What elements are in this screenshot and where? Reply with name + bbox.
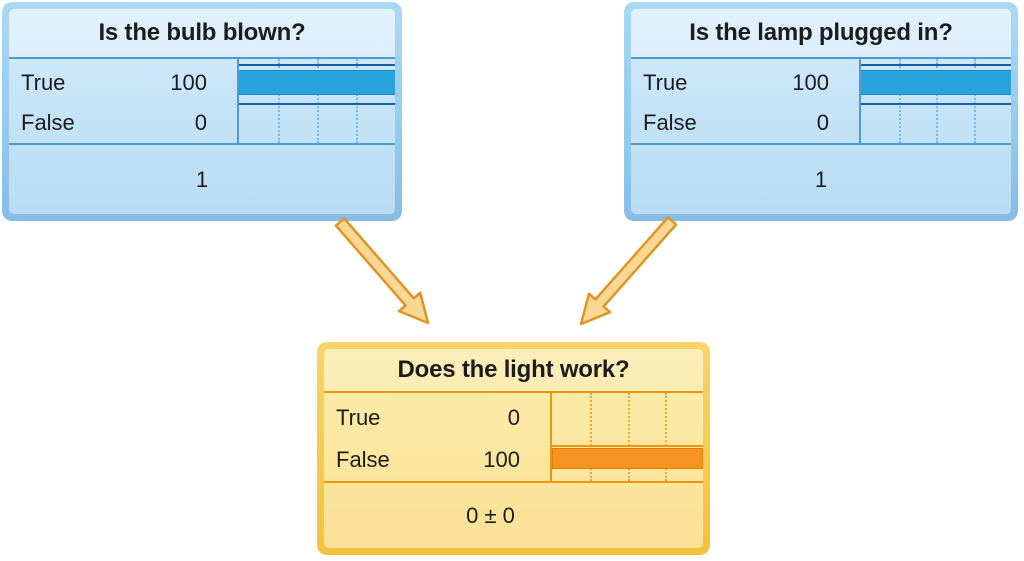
panel-divider bbox=[550, 393, 552, 481]
state-row-false: False 0 bbox=[21, 103, 207, 143]
stats-separator bbox=[631, 143, 1011, 145]
state-label: True bbox=[21, 70, 66, 95]
grid-line bbox=[936, 59, 938, 143]
grid-line bbox=[627, 393, 630, 481]
state-label: False bbox=[21, 110, 75, 135]
state-row-false: False 0 bbox=[643, 103, 829, 143]
state-row-true: True 100 bbox=[643, 63, 829, 103]
state-value: 100 bbox=[483, 447, 520, 472]
node-body: True 100 False 0 bbox=[9, 59, 395, 143]
edge-arrow-lamp-to-light bbox=[579, 216, 678, 326]
node-lamp-plugged-in[interactable]: Is the lamp plugged in? True 100 False 0 bbox=[624, 2, 1018, 221]
state-value: 0 bbox=[194, 110, 207, 135]
state-row-false: False 100 bbox=[336, 439, 520, 481]
belief-bar-true bbox=[239, 70, 395, 95]
stats-separator bbox=[324, 481, 703, 483]
node-does-light-work-inner: Does the light work? True 0 False 100 bbox=[324, 349, 703, 548]
belief-bar-panel bbox=[239, 59, 395, 143]
state-value: 100 bbox=[170, 70, 207, 95]
node-lamp-plugged-in-inner: Is the lamp plugged in? True 100 False 0 bbox=[631, 9, 1011, 214]
bar-frame-line bbox=[861, 103, 1011, 105]
belief-bar-panel bbox=[861, 59, 1011, 143]
grid-line bbox=[317, 59, 319, 143]
grid-line bbox=[356, 59, 358, 143]
grid-line bbox=[589, 393, 592, 481]
belief-bar-panel bbox=[552, 393, 703, 481]
state-label: False bbox=[336, 447, 390, 472]
belief-bar-true bbox=[861, 70, 1011, 95]
grid-line bbox=[898, 59, 901, 143]
panel-divider bbox=[859, 59, 861, 143]
node-bulb-blown[interactable]: Is the bulb blown? True 100 False 0 bbox=[2, 2, 402, 221]
grid-line bbox=[278, 59, 280, 143]
edge-arrow-bulb-to-light bbox=[334, 217, 430, 325]
state-label: False bbox=[643, 110, 697, 135]
bar-frame-line bbox=[239, 103, 395, 105]
state-column: True 0 False 100 bbox=[324, 393, 550, 481]
stat-value: 1 bbox=[195, 166, 209, 192]
grid-line bbox=[973, 59, 976, 143]
stat-value: 1 bbox=[814, 166, 828, 192]
title-separator bbox=[324, 391, 703, 393]
stat-value: 0 ± 0 bbox=[466, 502, 515, 528]
bar-frame-line bbox=[861, 64, 1011, 66]
node-title: Is the bulb blown? bbox=[9, 9, 395, 57]
state-value: 0 bbox=[507, 405, 520, 430]
panel-divider bbox=[237, 59, 239, 143]
state-label: True bbox=[336, 405, 381, 430]
stats-separator bbox=[9, 143, 395, 145]
grid-line bbox=[665, 393, 668, 481]
node-bulb-blown-inner: Is the bulb blown? True 100 False 0 bbox=[9, 9, 395, 214]
node-does-light-work[interactable]: Does the light work? True 0 False 100 bbox=[317, 342, 710, 555]
node-title: Is the lamp plugged in? bbox=[631, 9, 1011, 57]
bar-frame-line bbox=[239, 64, 395, 66]
belief-bar-false bbox=[552, 448, 703, 469]
state-label: True bbox=[643, 70, 688, 95]
node-title: Does the light work? bbox=[324, 349, 703, 391]
state-column: True 100 False 0 bbox=[631, 59, 859, 143]
title-separator bbox=[631, 57, 1011, 59]
bar-frame-line bbox=[552, 445, 703, 447]
node-body: True 100 False 0 bbox=[631, 59, 1011, 143]
state-row-true: True 0 bbox=[336, 397, 520, 439]
state-value: 0 bbox=[816, 110, 829, 135]
state-row-true: True 100 bbox=[21, 63, 207, 103]
state-column: True 100 False 0 bbox=[9, 59, 237, 143]
state-value: 100 bbox=[792, 70, 829, 95]
title-separator bbox=[9, 57, 395, 59]
node-body: True 0 False 100 bbox=[324, 393, 703, 481]
